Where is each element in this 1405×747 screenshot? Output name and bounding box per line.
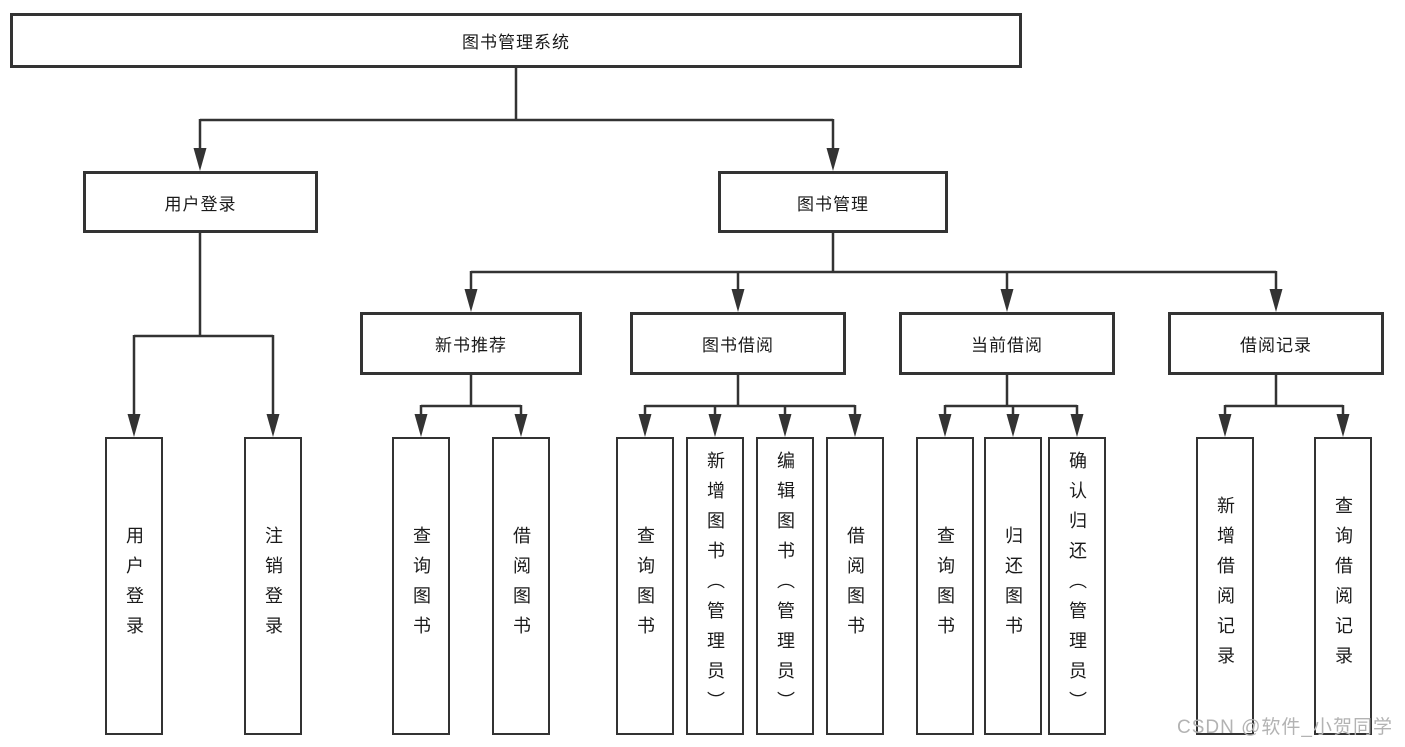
leaf-logout: 注销登录: [244, 437, 302, 735]
leaf-borrowing-add-books-admin: 新增图书（管理员）: [686, 437, 744, 735]
leaf-user-login: 用户登录: [105, 437, 163, 735]
node-library-management-system: 图书管理系统: [10, 13, 1022, 68]
leaf-records-add-borrow-record: 新增借阅记录: [1196, 437, 1254, 735]
leaf-recommend-query-books: 查询图书: [392, 437, 450, 735]
node-current-borrowing: 当前借阅: [899, 312, 1115, 375]
leaf-borrowing-borrow-books: 借阅图书: [826, 437, 884, 735]
node-new-book-recommendation: 新书推荐: [360, 312, 582, 375]
leaf-current-confirm-return-admin: 确认归还（管理员）: [1048, 437, 1106, 735]
leaf-borrowing-query-books: 查询图书: [616, 437, 674, 735]
leaf-current-query-books: 查询图书: [916, 437, 974, 735]
node-borrowing-records: 借阅记录: [1168, 312, 1384, 375]
node-user-login: 用户登录: [83, 171, 318, 233]
leaf-borrowing-edit-books-admin: 编辑图书（管理员）: [756, 437, 814, 735]
leaf-recommend-borrow-books: 借阅图书: [492, 437, 550, 735]
arrowhead-icons: [127, 148, 1350, 437]
watermark: CSDN @软件_小贺同学: [1177, 717, 1393, 738]
node-book-management: 图书管理: [718, 171, 948, 233]
node-book-borrowing: 图书借阅: [630, 312, 846, 375]
leaf-current-return-books: 归还图书: [984, 437, 1042, 735]
leaf-records-query-borrow-record: 查询借阅记录: [1314, 437, 1372, 735]
